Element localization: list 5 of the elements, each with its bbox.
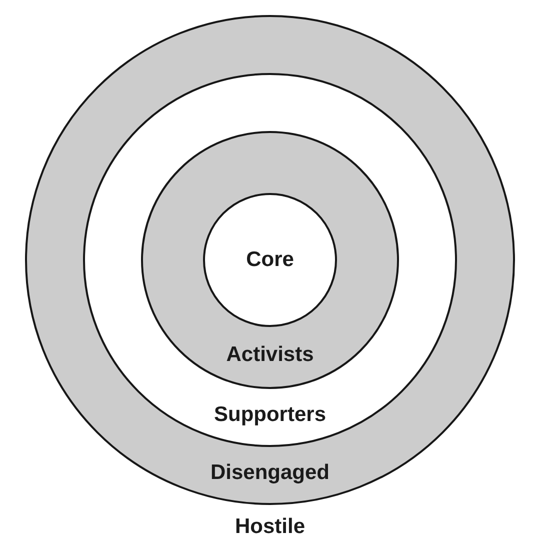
tier-label: Hostile [235, 515, 305, 539]
tier-label: Activists [226, 343, 314, 367]
tier-label: Core [246, 248, 294, 272]
tier-label: Disengaged [210, 461, 330, 485]
tier-label: Supporters [214, 403, 326, 427]
